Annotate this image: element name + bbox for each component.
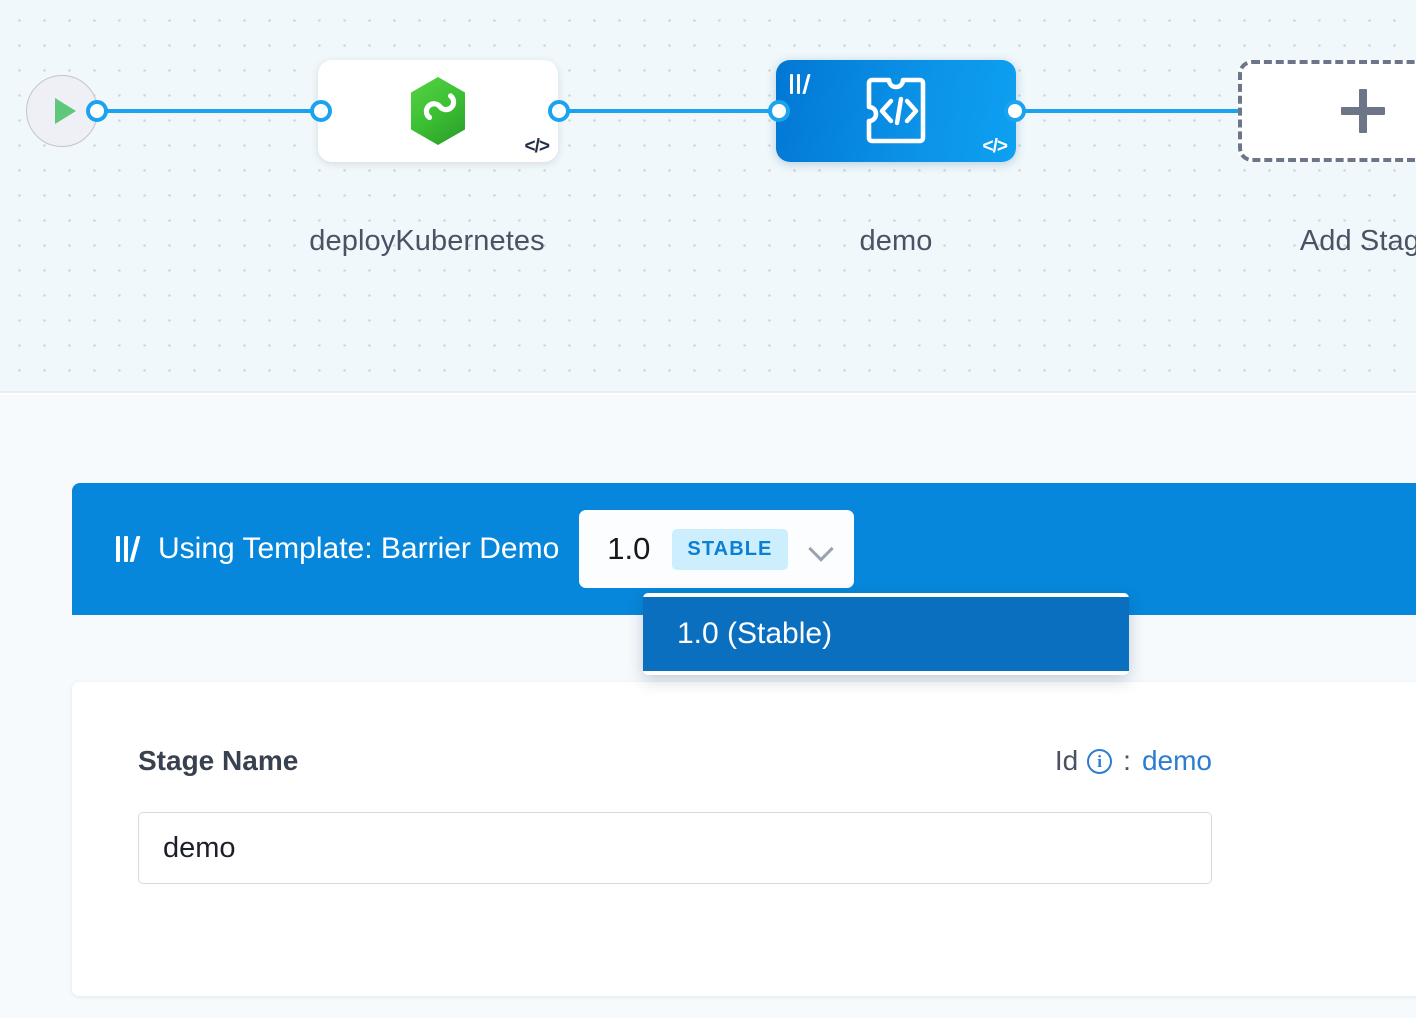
- stage-id-value: demo: [1141, 745, 1212, 776]
- stage-node-label-demo: demo: [859, 225, 933, 257]
- connector-dot[interactable]: [86, 100, 108, 122]
- connector-wire: [88, 109, 328, 113]
- stage-node-deploykubernetes[interactable]: </>: [318, 60, 558, 162]
- connector-dot[interactable]: [548, 100, 570, 122]
- chevron-down-icon[interactable]: [810, 538, 832, 560]
- dropdown-option-1-0-stable[interactable]: 1.0 (Stable): [643, 597, 1129, 671]
- custom-stage-puzzle-code-icon: [866, 77, 926, 144]
- stage-id-group: Id i : demo: [1055, 745, 1212, 777]
- stage-name-row: Stage Name Id i : demo: [138, 745, 1212, 777]
- code-icon: </>: [982, 136, 1009, 157]
- add-stage-label: Add Stage: [1299, 225, 1416, 257]
- using-template-label: Using Template: Barrier Demo: [158, 532, 560, 565]
- stage-name-input[interactable]: [138, 812, 1212, 884]
- kubernetes-hex-icon: [407, 76, 469, 146]
- connector-wire: [552, 109, 792, 113]
- id-label: Id: [1054, 745, 1079, 776]
- connector-dot[interactable]: [768, 100, 790, 122]
- connector-wire: [1006, 109, 1258, 113]
- stage-overview-form-card: Stage Name Id i : demo: [72, 682, 1416, 996]
- stage-name-label: Stage Name: [138, 745, 299, 776]
- play-icon: [55, 98, 76, 124]
- pipeline-canvas[interactable]: </> </> deployKubernetes demo Add Stage: [0, 0, 1416, 393]
- template-bars-icon: [790, 74, 814, 94]
- template-version-selector[interactable]: 1.0 STABLE: [579, 510, 854, 588]
- stable-badge: STABLE: [672, 528, 788, 570]
- plus-icon: [1341, 89, 1385, 133]
- template-bars-icon: [116, 536, 142, 562]
- connector-dot[interactable]: [310, 100, 332, 122]
- add-stage-button[interactable]: [1238, 60, 1416, 162]
- stage-node-label-deploykubernetes: deployKubernetes: [309, 225, 545, 257]
- connector-dot[interactable]: [1004, 100, 1026, 122]
- stage-config-panel: Using Template: Barrier Demo 1.0 STABLE …: [0, 395, 1416, 1018]
- id-separator: :: [1123, 745, 1131, 776]
- info-icon[interactable]: i: [1087, 748, 1113, 774]
- using-template-banner: Using Template: Barrier Demo 1.0 STABLE: [72, 483, 1416, 615]
- stage-node-demo[interactable]: </>: [776, 60, 1016, 162]
- template-version-dropdown[interactable]: 1.0 (Stable): [643, 593, 1129, 675]
- code-icon: </>: [524, 136, 551, 157]
- template-version-value: 1.0: [607, 531, 651, 566]
